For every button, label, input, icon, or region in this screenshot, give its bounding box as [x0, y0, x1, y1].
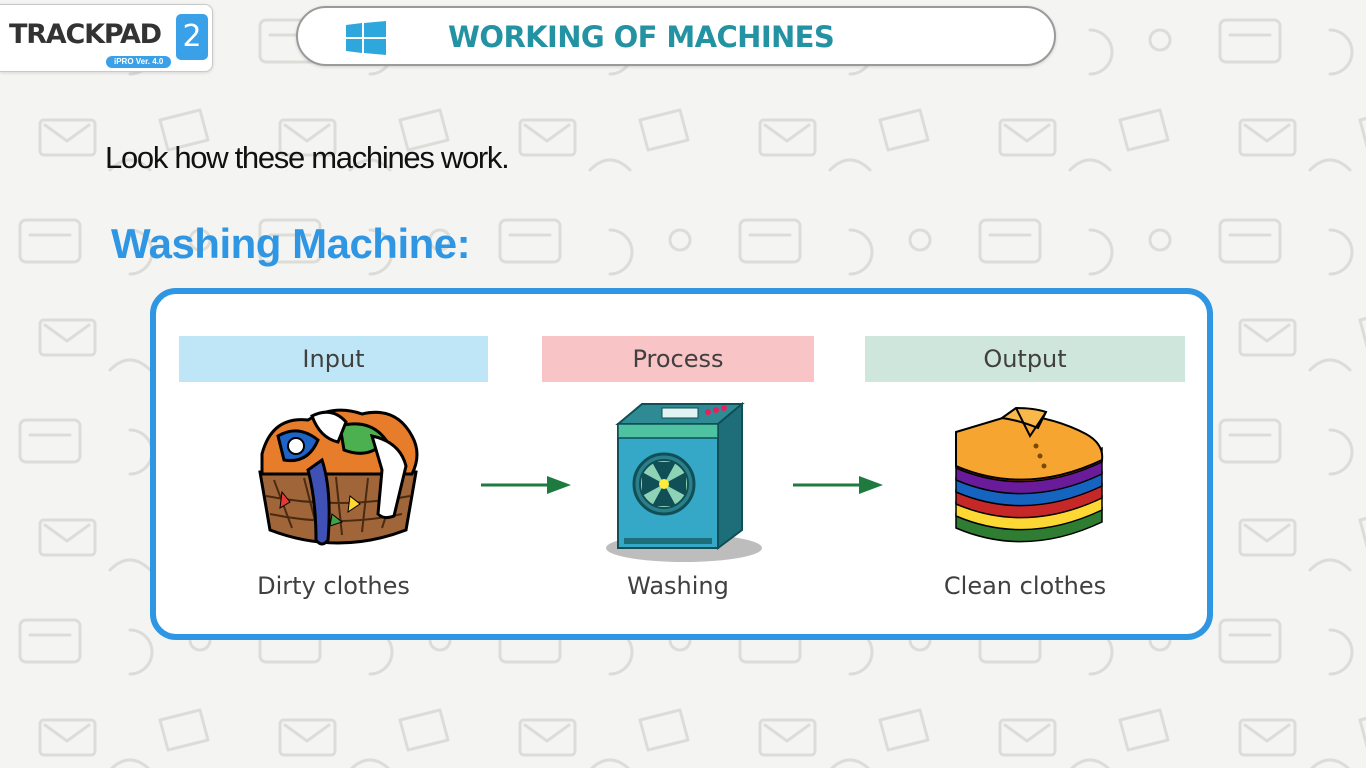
process-header: Process [542, 336, 814, 382]
output-header: Output [865, 336, 1185, 382]
arrow-right-icon [481, 476, 571, 494]
output-caption: Clean clothes [943, 572, 1107, 600]
process-caption: Washing [627, 572, 729, 600]
section-heading: Washing Machine: [111, 220, 471, 267]
trackpad-logo: TRACKPAD 2 iPRO Ver. 4.0 [0, 4, 213, 72]
dirty-clothes-basket-image [258, 408, 419, 546]
logo-brand: TRACKPAD [9, 19, 162, 50]
folded-clean-clothes-image [955, 406, 1104, 543]
windows-icon [346, 21, 386, 55]
title-bar: WORKING OF MACHINES [296, 6, 1056, 66]
input-caption: Dirty clothes [257, 572, 410, 600]
page-title: WORKING OF MACHINES [448, 20, 835, 54]
input-header: Input [179, 336, 488, 382]
washing-machine-image [606, 401, 762, 562]
logo-number: 2 [176, 14, 208, 60]
arrow-right-icon [793, 476, 883, 494]
intro-text: Look how these machines work. [105, 140, 510, 175]
logo-version: iPRO Ver. 4.0 [106, 56, 172, 68]
washing-machine-diagram: Input Process Output [150, 288, 1213, 640]
